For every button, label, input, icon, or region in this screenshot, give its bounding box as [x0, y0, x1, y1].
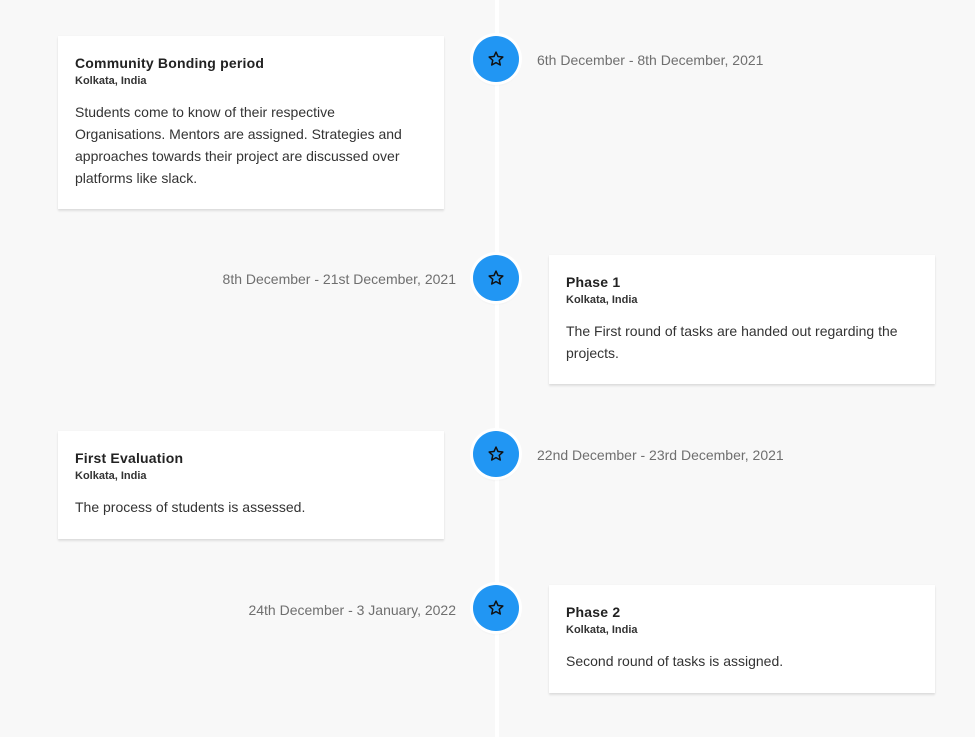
star-icon	[488, 446, 504, 461]
card-title: Phase 1	[566, 274, 621, 290]
card-description: Students come to know of their respectiv…	[75, 104, 402, 186]
card-location: Kolkata, India	[566, 624, 638, 636]
timeline-marker	[473, 431, 519, 477]
timeline-card-phase-2: Phase 2 Kolkata, India Second round of t…	[549, 585, 935, 693]
star-icon	[488, 51, 504, 66]
timeline-marker	[473, 585, 519, 631]
timeline-card-phase-1: Phase 1 Kolkata, India The First round o…	[549, 255, 935, 384]
card-title: Community Bonding period	[75, 55, 265, 71]
timeline-marker	[473, 255, 519, 301]
card-description: Second round of tasks is assigned.	[566, 653, 784, 669]
timeline-line	[495, 0, 499, 737]
card-title: First Evaluation	[75, 450, 184, 466]
card-location: Kolkata, India	[75, 470, 147, 482]
timeline-marker	[473, 36, 519, 82]
star-icon	[488, 600, 504, 615]
card-location: Kolkata, India	[566, 294, 638, 306]
card-title: Phase 2	[566, 604, 621, 620]
timeline-card-community-bonding: Community Bonding period Kolkata, India …	[58, 36, 444, 209]
card-description: The process of students is assessed.	[75, 499, 306, 515]
card-location: Kolkata, India	[75, 75, 147, 87]
timeline-date: 6th December - 8th December, 2021	[537, 52, 764, 68]
timeline-date: 8th December - 21st December, 2021	[222, 271, 456, 287]
timeline-date: 22nd December - 23rd December, 2021	[537, 447, 784, 463]
timeline-card-first-evaluation: First Evaluation Kolkata, India The proc…	[58, 431, 444, 539]
star-icon	[488, 270, 504, 285]
timeline-date: 24th December - 3 January, 2022	[248, 602, 456, 618]
card-description: The First round of tasks are handed out …	[566, 323, 898, 361]
